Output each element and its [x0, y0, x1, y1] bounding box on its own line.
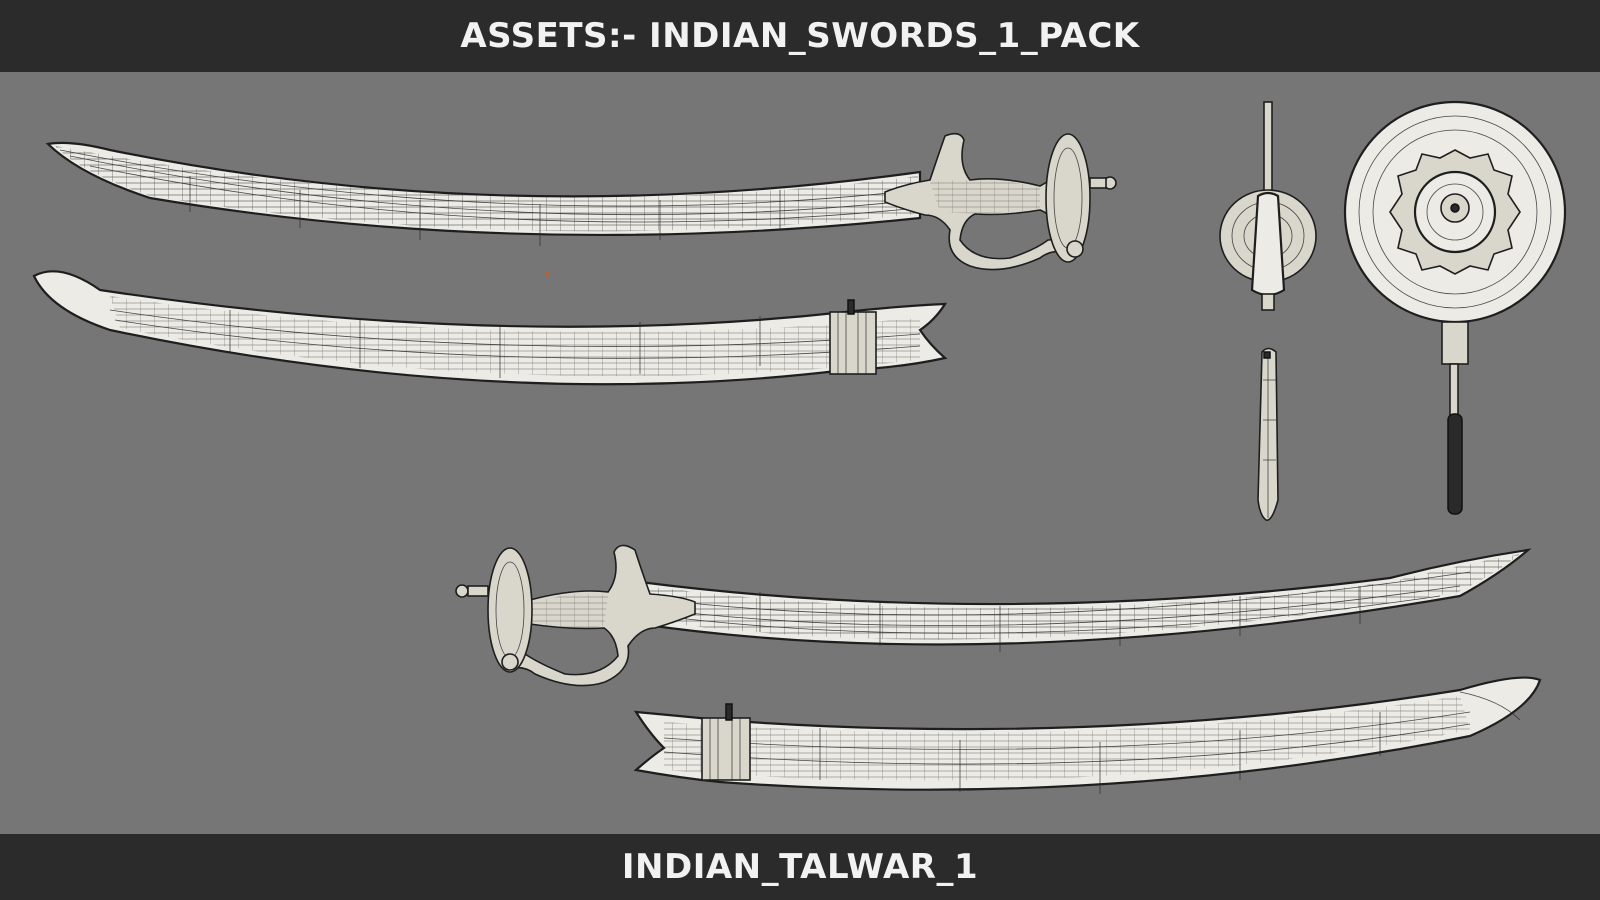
- sword-top-left: [45, 132, 1117, 271]
- asset-name-bar: INDIAN_TALWAR_1: [0, 834, 1600, 900]
- scabbard-bottom-right: [633, 676, 1542, 794]
- 3d-viewport[interactable]: [0, 72, 1600, 834]
- title-bar: ASSETS:- INDIAN_SWORDS_1_PACK: [0, 0, 1600, 72]
- pommel-top-view: [1343, 100, 1567, 515]
- sword-side-profile: [1219, 101, 1317, 311]
- pack-title: ASSETS:- INDIAN_SWORDS_1_PACK: [460, 16, 1140, 56]
- scabbard-top-left: [32, 270, 948, 386]
- asset-name: INDIAN_TALWAR_1: [621, 847, 979, 887]
- wireframe-render: [32, 100, 1567, 794]
- origin-marker: [545, 272, 549, 276]
- sword-bottom-right: [455, 544, 1532, 687]
- scabbard-side-profile: [1257, 347, 1279, 521]
